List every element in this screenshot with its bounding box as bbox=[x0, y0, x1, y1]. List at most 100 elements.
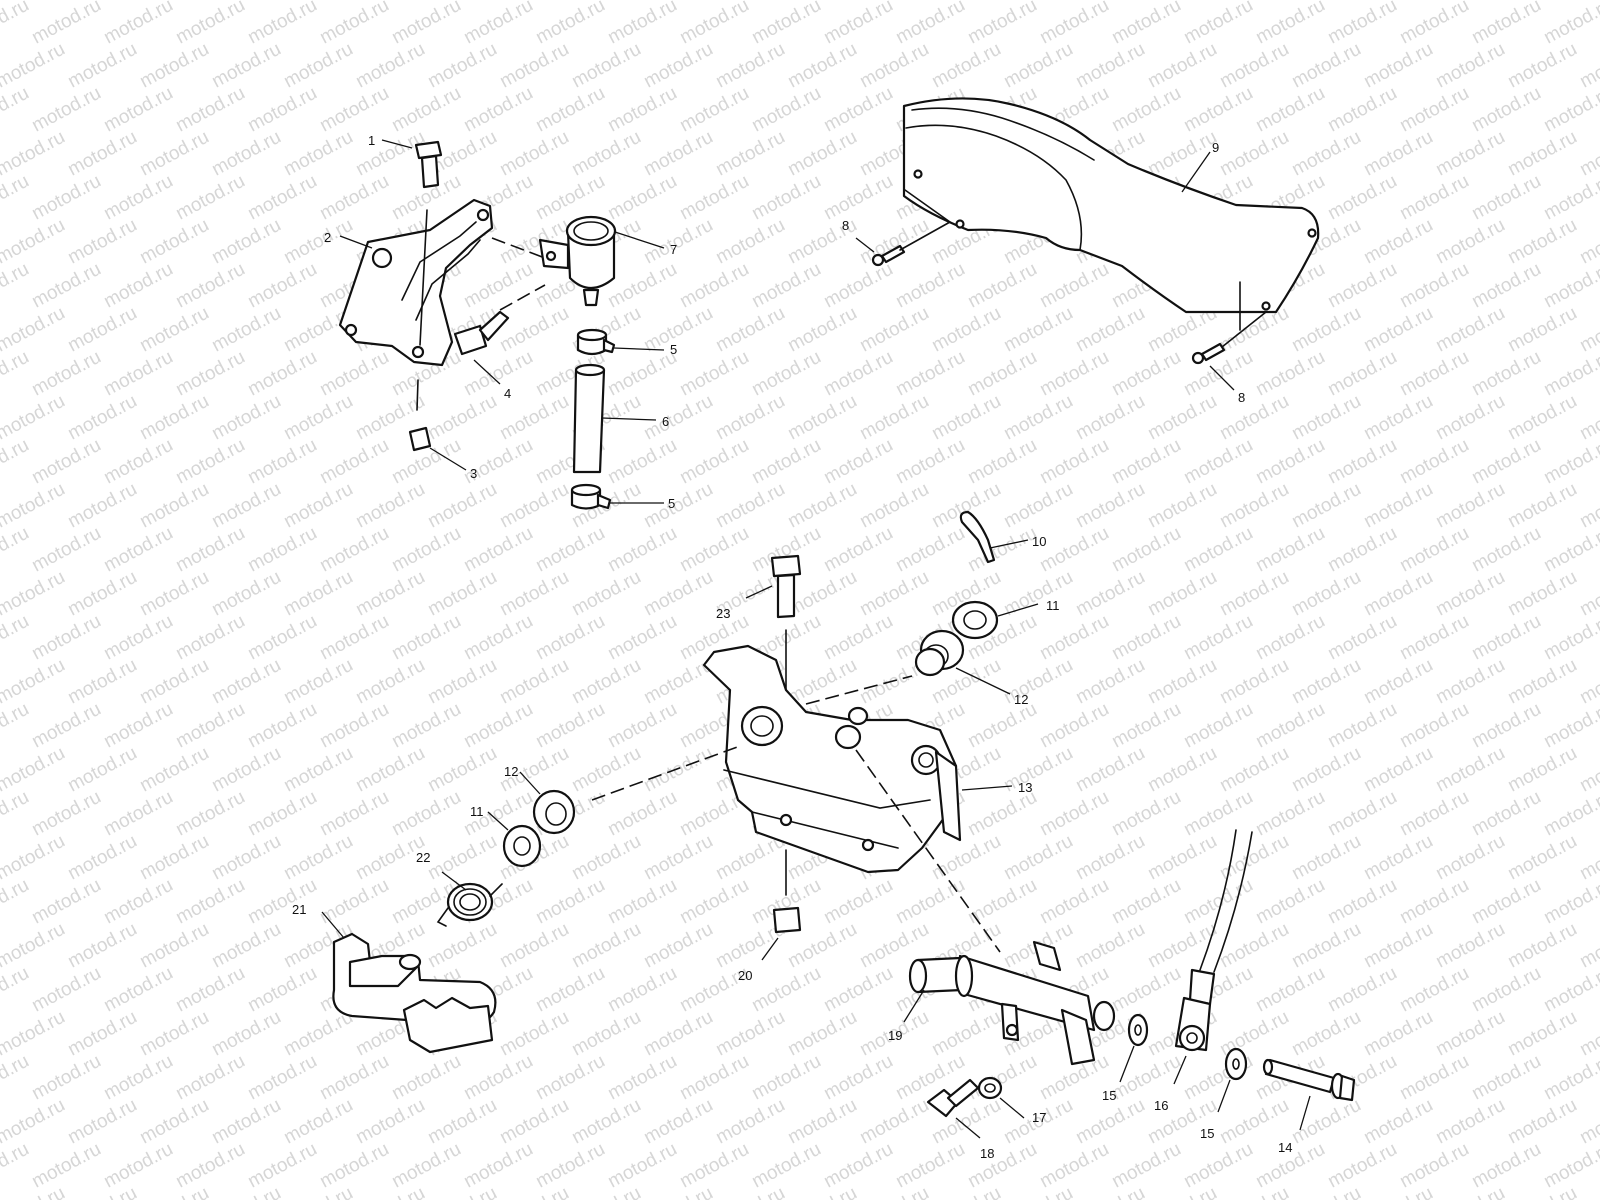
watermark-text: motod.ru bbox=[1216, 743, 1292, 797]
part-11-washer-upper bbox=[951, 600, 1039, 640]
watermark-text: motod.ru bbox=[640, 303, 716, 357]
watermark-text: motod.ru bbox=[100, 259, 176, 313]
watermark-text: motod.ru bbox=[1396, 0, 1472, 48]
watermark-text: motod.ru bbox=[1288, 831, 1364, 885]
watermark-text: motod.ru bbox=[1504, 391, 1580, 445]
watermark-text: motod.ru bbox=[856, 303, 932, 357]
watermark-text: motod.ru bbox=[424, 831, 500, 885]
watermark-text: motod.ru bbox=[460, 523, 536, 577]
watermark-text: motod.ru bbox=[1180, 435, 1256, 489]
watermark-text: motod.ru bbox=[244, 611, 320, 665]
watermark-text: motod.ru bbox=[244, 0, 320, 48]
watermark-text: motod.ru bbox=[1504, 127, 1580, 181]
watermark-text: motod.ru bbox=[1072, 567, 1148, 621]
watermark-text: motod.ru bbox=[1468, 1051, 1544, 1105]
watermark-text: motod.ru bbox=[208, 743, 284, 797]
watermark-text: motod.ru bbox=[1324, 523, 1400, 577]
callout-14: 14 bbox=[1278, 1140, 1292, 1155]
watermark-text: motod.ru bbox=[640, 479, 716, 533]
callout-11-lower: 11 bbox=[470, 804, 484, 819]
watermark-text: motod.ru bbox=[316, 171, 392, 225]
watermark-text: motod.ru bbox=[964, 1139, 1040, 1193]
watermark-text: motod.ru bbox=[1432, 567, 1508, 621]
watermark-text: motod.ru bbox=[1288, 479, 1364, 533]
watermark-text: motod.ru bbox=[496, 1007, 572, 1061]
watermark-text: motod.ru bbox=[784, 39, 860, 93]
watermark-text: motod.ru bbox=[748, 83, 824, 137]
watermark-text: motod.ru bbox=[1432, 215, 1508, 269]
watermark-text: motod.ru bbox=[0, 743, 69, 797]
watermark-text: motod.ru bbox=[424, 567, 500, 621]
watermark-text: motod.ru bbox=[1000, 1183, 1076, 1200]
watermark-text: motod.ru bbox=[604, 435, 680, 489]
watermark-text: motod.ru bbox=[1072, 1183, 1148, 1200]
watermark-text: motod.ru bbox=[1324, 259, 1400, 313]
watermark-text: motod.ru bbox=[1360, 655, 1436, 709]
watermark-text: motod.ru bbox=[1360, 567, 1436, 621]
callout-3: 3 bbox=[470, 466, 477, 481]
watermark-text: motod.ru bbox=[1288, 39, 1364, 93]
watermark-text: motod.ru bbox=[964, 875, 1040, 929]
watermark-text: motod.ru bbox=[352, 39, 428, 93]
watermark-text: motod.ru bbox=[820, 523, 896, 577]
watermark-text: motod.ru bbox=[640, 1007, 716, 1061]
watermark-text: motod.ru bbox=[172, 611, 248, 665]
watermark-text: motod.ru bbox=[604, 83, 680, 137]
watermark-text: motod.ru bbox=[64, 303, 140, 357]
watermark-text: motod.ru bbox=[928, 831, 1004, 885]
watermark-text: motod.ru bbox=[1288, 919, 1364, 973]
watermark-text: motod.ru bbox=[892, 523, 968, 577]
watermark-text: motod.ru bbox=[244, 435, 320, 489]
watermark-text: motod.ru bbox=[1252, 699, 1328, 753]
watermark-text: motod.ru bbox=[172, 347, 248, 401]
watermark-text: motod.ru bbox=[496, 655, 572, 709]
watermark-text: motod.ru bbox=[136, 1183, 212, 1200]
watermark-text: motod.ru bbox=[1576, 1095, 1600, 1149]
watermark-text: motod.ru bbox=[28, 0, 104, 48]
watermark-text: motod.ru bbox=[460, 347, 536, 401]
watermark-text: motod.ru bbox=[928, 391, 1004, 445]
watermark-text: motod.ru bbox=[568, 655, 644, 709]
callout-12-lower: 12 bbox=[504, 764, 518, 779]
part-22-spring bbox=[436, 871, 503, 927]
watermark-text: motod.ru bbox=[676, 259, 752, 313]
watermark-text: motod.ru bbox=[316, 435, 392, 489]
watermark-text: motod.ru bbox=[676, 347, 752, 401]
watermark-text: motod.ru bbox=[568, 831, 644, 885]
watermark-text: motod.ru bbox=[136, 1007, 212, 1061]
watermark-text: motod.ru bbox=[1504, 1095, 1580, 1149]
watermark-text: motod.ru bbox=[1000, 831, 1076, 885]
watermark-text: motod.ru bbox=[136, 743, 212, 797]
callout-7: 7 bbox=[670, 242, 677, 257]
watermark-text: motod.ru bbox=[1216, 919, 1292, 973]
watermark-text: motod.ru bbox=[496, 919, 572, 973]
watermark-text: motod.ru bbox=[0, 831, 69, 885]
watermark-text: motod.ru bbox=[280, 655, 356, 709]
part-11-washer-lower bbox=[487, 811, 542, 868]
watermark-text: motod.ru bbox=[1432, 1007, 1508, 1061]
watermark-text: motod.ru bbox=[640, 127, 716, 181]
watermark-text: motod.ru bbox=[388, 1139, 464, 1193]
watermark-text: motod.ru bbox=[532, 523, 608, 577]
watermark-text: motod.ru bbox=[424, 391, 500, 445]
watermark-text: motod.ru bbox=[424, 919, 500, 973]
watermark-text: motod.ru bbox=[1288, 567, 1364, 621]
watermark-text: motod.ru bbox=[280, 1183, 356, 1200]
part-12-bushing-lower bbox=[519, 771, 576, 835]
watermark-text: motod.ru bbox=[100, 611, 176, 665]
watermark-text: motod.ru bbox=[100, 435, 176, 489]
watermark-text: motod.ru bbox=[1396, 699, 1472, 753]
watermark-text: motod.ru bbox=[496, 303, 572, 357]
watermark-text: motod.ru bbox=[1360, 831, 1436, 885]
watermark-text: motod.ru bbox=[1576, 127, 1600, 181]
watermark-text: motod.ru bbox=[172, 875, 248, 929]
watermark-text: motod.ru bbox=[1432, 743, 1508, 797]
watermark-text: motod.ru bbox=[820, 963, 896, 1017]
watermark-text: motod.ru bbox=[1288, 1183, 1364, 1200]
watermark-text: motod.ru bbox=[64, 1007, 140, 1061]
watermark-text: motod.ru bbox=[784, 479, 860, 533]
watermark-text: motod.ru bbox=[388, 1051, 464, 1105]
watermark-text: motod.ru bbox=[1576, 479, 1600, 533]
watermark-text: motod.ru bbox=[532, 1139, 608, 1193]
watermark-text: motod.ru bbox=[568, 919, 644, 973]
